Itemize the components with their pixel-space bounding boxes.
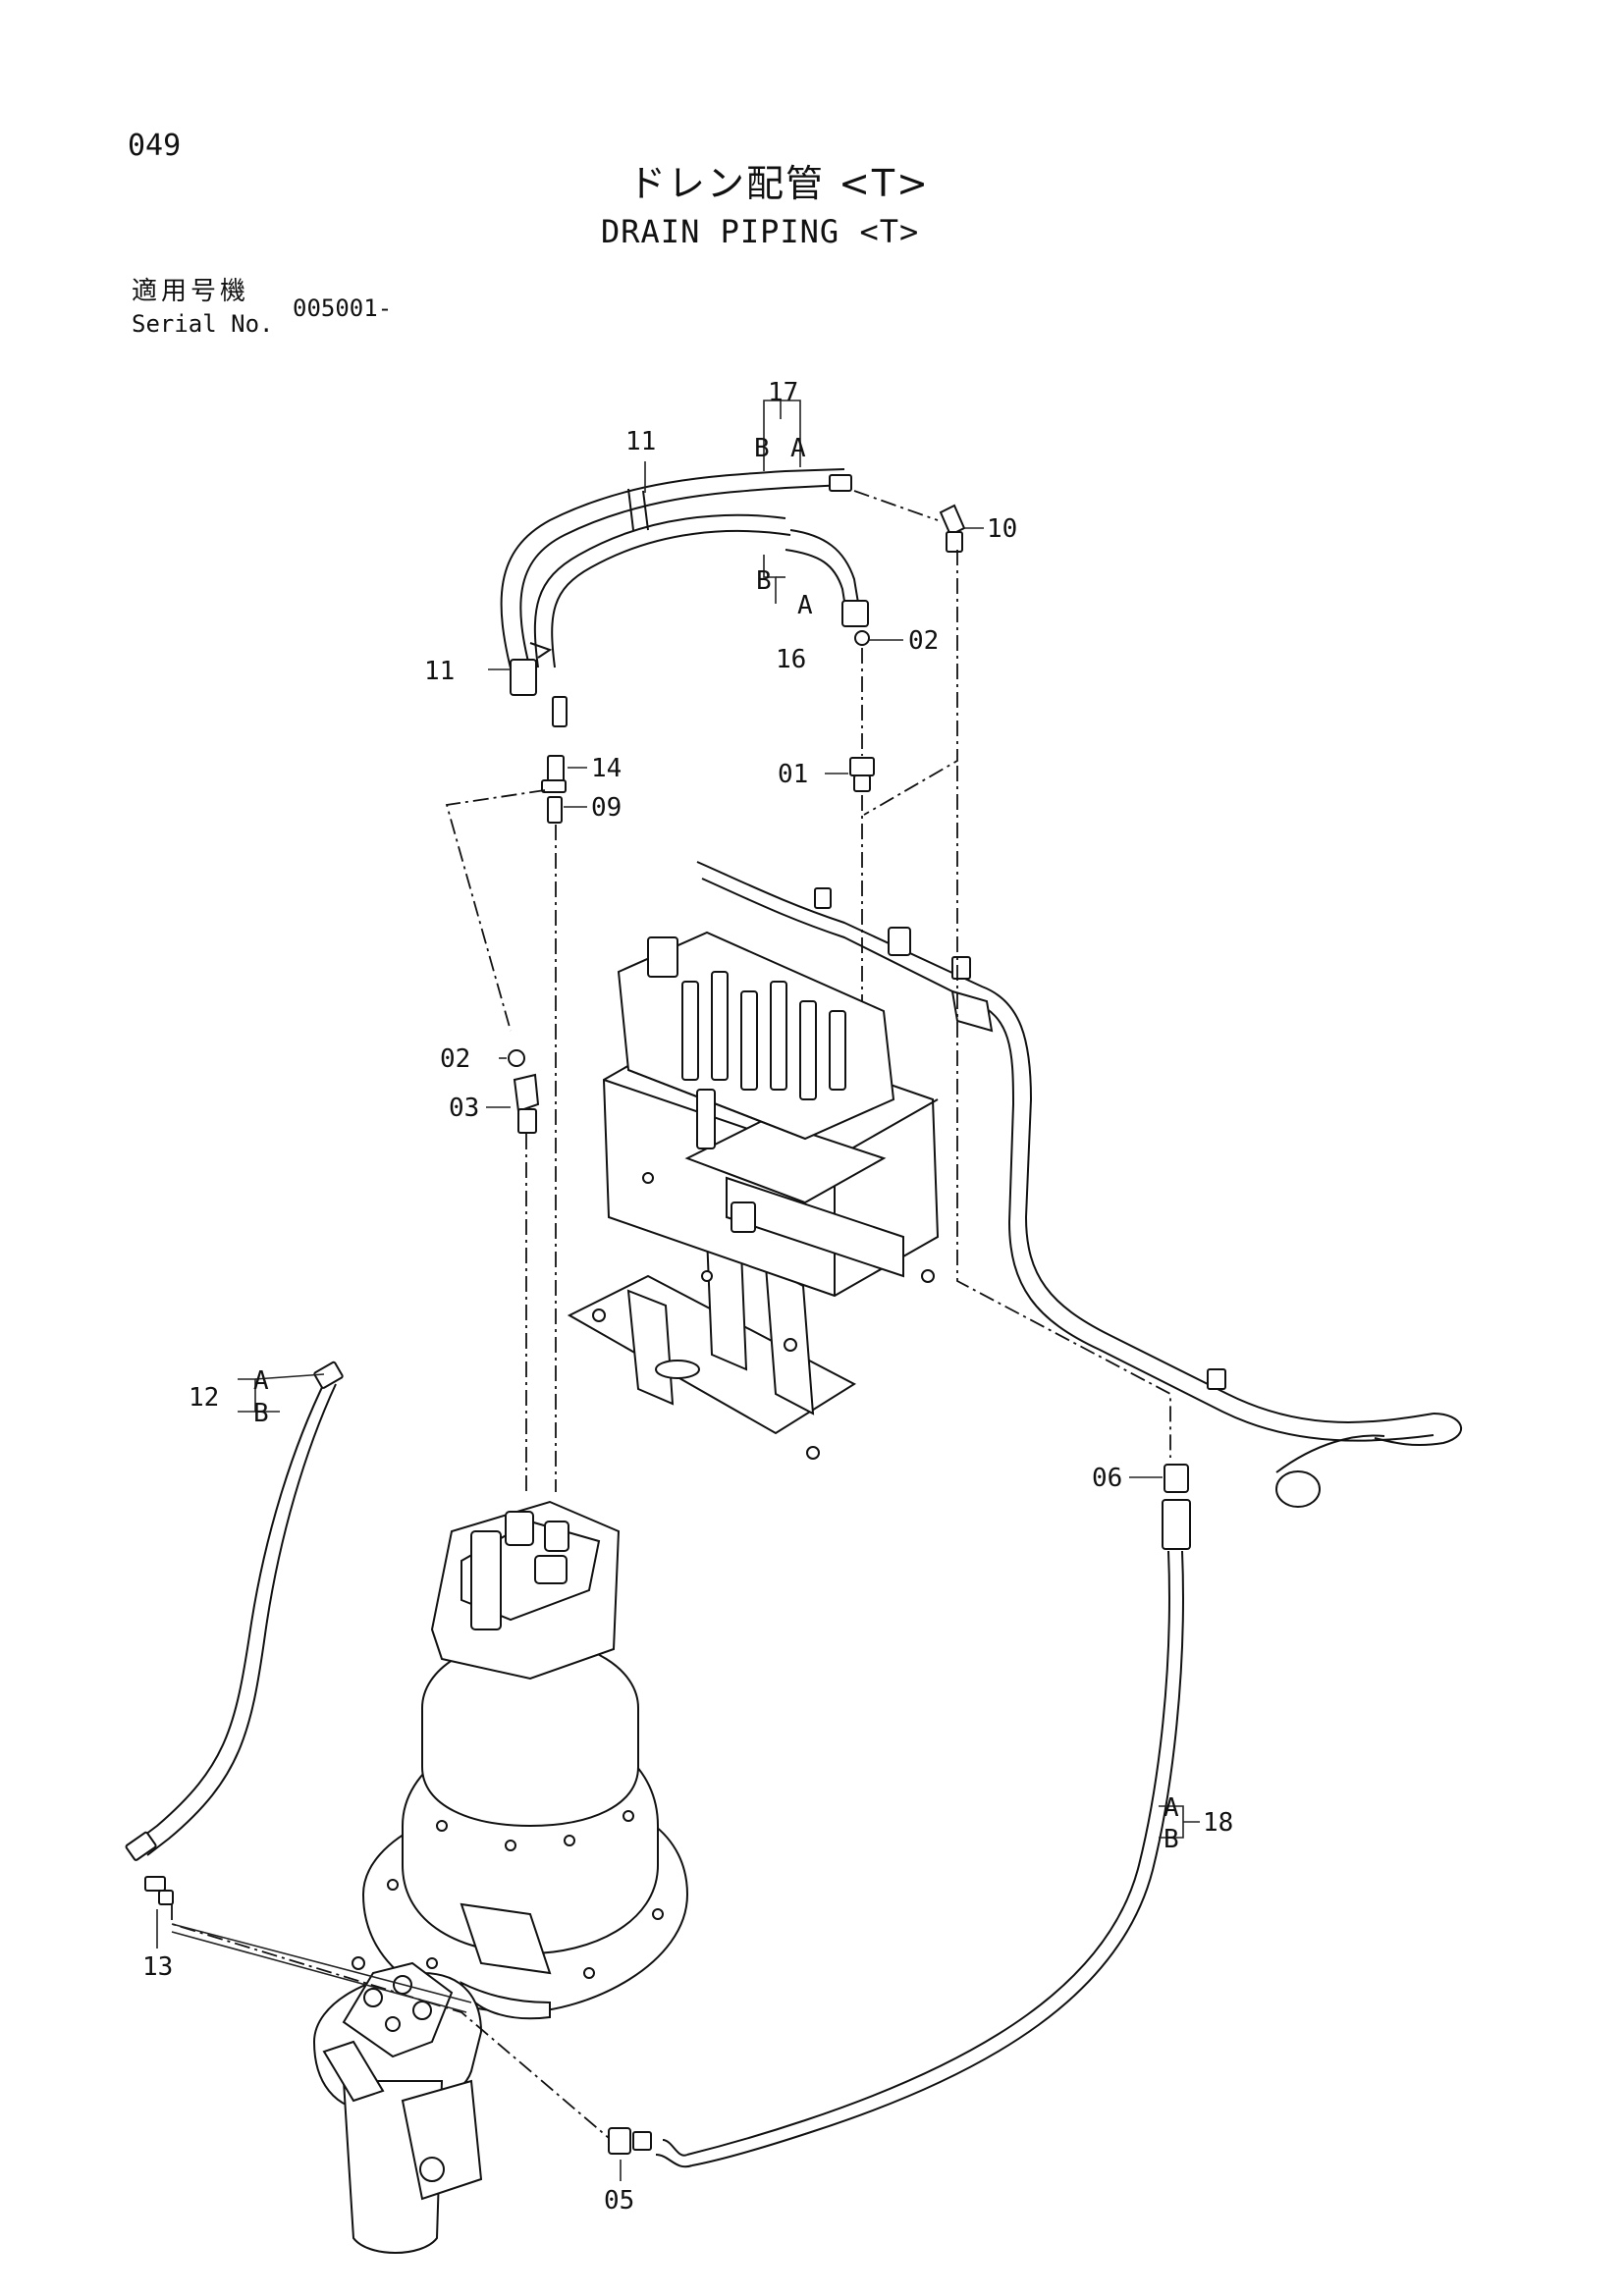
control-valve-assembly <box>567 931 940 1460</box>
callout-leaders <box>156 400 1200 2181</box>
hose-17-end-a: A <box>790 434 806 463</box>
page-title-japanese: ドレン配管 <T> <box>628 162 930 205</box>
tee-fitting-14 <box>541 755 567 793</box>
o-ring-02-upper <box>854 630 870 646</box>
hose-16-end-b: B <box>756 566 772 596</box>
callout-11-left: 11 <box>424 657 455 686</box>
callout-11-top: 11 <box>625 427 656 456</box>
upper-drain-hoses <box>500 468 869 727</box>
callout-05: 05 <box>604 2186 634 2216</box>
callout-12: 12 <box>189 1383 219 1413</box>
callout-03: 03 <box>449 1094 479 1123</box>
page-title-english: DRAIN PIPING <T> <box>601 213 920 250</box>
steel-drain-pipe <box>696 861 1463 1508</box>
swing-motor <box>361 1500 689 2020</box>
elbow-03 <box>513 1073 540 1134</box>
adapter-06 <box>1164 1464 1189 1493</box>
callout-06: 06 <box>1092 1464 1122 1493</box>
callout-16: 16 <box>776 645 806 674</box>
adapter-05 <box>608 2127 652 2155</box>
hose-end-labels: B A B A A B A B <box>253 434 1179 1854</box>
hose-17-end-b: B <box>754 434 770 463</box>
elbow-fitting-10 <box>939 504 966 553</box>
serial-label-japanese: 適用号機 <box>132 277 250 306</box>
center-joint <box>312 1956 483 2254</box>
page-number: 049 <box>128 129 182 163</box>
hose-16-end-a: A <box>797 591 813 620</box>
hose-18-end-a: A <box>1164 1793 1179 1823</box>
hose-12-end-a: A <box>253 1366 269 1396</box>
callout-09: 09 <box>591 793 622 823</box>
adapter-01 <box>849 757 875 792</box>
callout-14: 14 <box>591 754 622 783</box>
hose-18-end-b: B <box>1164 1825 1179 1854</box>
callout-18: 18 <box>1203 1808 1233 1838</box>
connector-09 <box>547 796 563 824</box>
o-ring-02-lower <box>508 1049 525 1067</box>
callout-10: 10 <box>987 514 1017 544</box>
callout-01: 01 <box>778 760 808 789</box>
callout-13: 13 <box>142 1952 173 1982</box>
callout-17: 17 <box>768 378 798 407</box>
hose-12-end-b: B <box>253 1399 269 1428</box>
serial-number-value: 005001- <box>293 294 393 322</box>
serial-label-english: Serial No. <box>132 310 274 338</box>
drain-hose-18 <box>655 1499 1191 2168</box>
leader-lines <box>171 490 1171 2139</box>
callout-02-upper: 02 <box>908 626 939 656</box>
callout-numbers: 10 02 16 17 11 11 14 09 01 02 03 06 12 1… <box>142 378 1233 2216</box>
callout-02-lower: 02 <box>440 1044 470 1074</box>
drain-hose-12 <box>125 1361 344 1905</box>
